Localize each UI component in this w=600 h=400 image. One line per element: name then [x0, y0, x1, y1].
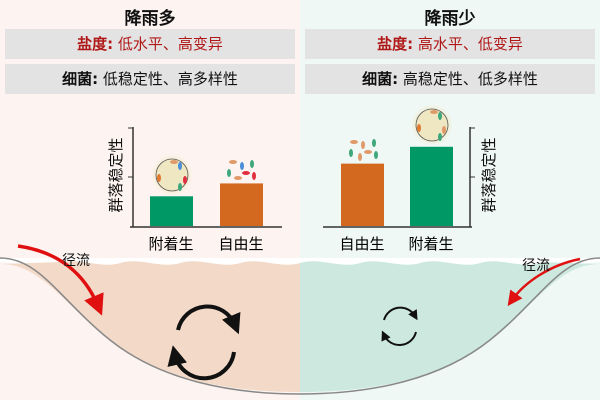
right-chart: 群落稳定性 自由生 附着生: [323, 104, 498, 253]
right-cycle-icon: [381, 306, 418, 346]
bacteria-value: 低稳定性、高多样性: [102, 70, 238, 88]
water-surface: [59, 259, 541, 265]
salinity-label: 盐度:: [377, 35, 414, 53]
free-living-bacteria-icon: [227, 160, 256, 180]
right-runoff-arrow: [507, 257, 581, 307]
bacteria-value: 高稳定性、低多样性: [402, 70, 538, 88]
left-cycle-icon: [167, 304, 241, 381]
left-title: 降雨多: [124, 9, 176, 29]
bar-附着生: [410, 146, 453, 226]
right-water: [300, 260, 600, 392]
bacteria-label: 细菌:: [362, 70, 399, 88]
salinity-value: 高水平、低变异: [417, 35, 523, 53]
bar-自由生: [220, 183, 263, 226]
left-runoff-arrow: [17, 244, 104, 316]
bacteria-label: 细菌:: [62, 70, 99, 88]
y-axis-label: 群落稳定性: [480, 137, 498, 212]
right-runoff-label: 径流: [522, 258, 550, 274]
left-bacteria-box: 细菌: 低稳定性、高多样性: [5, 64, 295, 94]
left-water: [0, 260, 300, 392]
basin: [0, 257, 600, 395]
right-bacteria-box: 细菌: 高稳定性、低多样性: [305, 64, 595, 94]
y-axis-label: 群落稳定性: [107, 137, 125, 212]
left-salinity-box: 盐度: 低水平、高变异: [5, 29, 295, 59]
basin-outline: [0, 257, 600, 395]
right-salinity-box: 盐度: 高水平、低变异: [305, 29, 595, 59]
bar-附着生: [150, 196, 193, 226]
x-tick-label: 附着生: [408, 235, 453, 253]
attached-bacteria-particle-icon: [411, 104, 453, 146]
attached-bacteria-particle-icon: [151, 154, 193, 196]
x-tick-label: 自由生: [339, 235, 384, 253]
right-title: 降雨少: [424, 9, 476, 29]
x-tick-label: 自由生: [218, 235, 263, 253]
free-living-bacteria-icon: [349, 139, 378, 161]
salinity-label: 盐度:: [77, 35, 114, 53]
left-chart: 群落稳定性 附着生 自由生: [107, 127, 282, 253]
salinity-value: 低水平、高变异: [117, 35, 223, 53]
bar-自由生: [341, 163, 384, 226]
x-tick-label: 附着生: [148, 235, 193, 253]
left-runoff-label: 径流: [62, 253, 90, 269]
